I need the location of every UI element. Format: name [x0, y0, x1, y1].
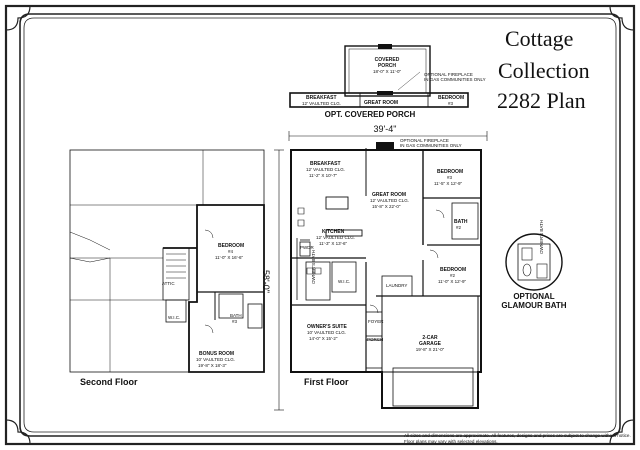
ff-foyer-label: FOYER — [368, 319, 384, 324]
title-line-1: Cottage — [505, 26, 574, 51]
glamour-bath-line-2: GLAMOUR BATH — [501, 301, 567, 310]
porch-bedroom-no: #3 — [448, 101, 454, 106]
ff-garage-label-2: GARAGE — [419, 341, 441, 347]
first-floor-depth-dim: 58'-0" — [261, 270, 271, 293]
glamour-bath-line-1: OPTIONAL — [513, 292, 555, 301]
sf-bedroom-no: #4 — [228, 249, 234, 254]
ff-pwdr-label: PWDR — [300, 245, 314, 250]
ff-bedroom2-label: BEDROOM — [440, 267, 467, 273]
title-line-2: Collection — [498, 58, 590, 83]
ff-owners-suite-label: OWNER'S SUITE — [307, 324, 347, 330]
ff-garage-label: 2-CAR — [422, 335, 438, 341]
ff-breakfast-label: BREAKFAST — [310, 161, 341, 167]
sf-bedroom-label: BEDROOM — [218, 243, 245, 249]
ff-bath2-no: #2 — [456, 225, 462, 230]
ff-great-room-dim: 15'-8" X 22'-0" — [372, 204, 401, 209]
porch-breakfast-label: BREAKFAST — [306, 95, 337, 101]
first-floor-dimensions — [274, 131, 488, 411]
ff-bedroom3-dim: 11'-5" X 12'-9" — [434, 181, 463, 186]
second-floor-plan — [69, 149, 265, 373]
ff-great-room-clg: 12' VAULTED CLG. — [370, 198, 409, 203]
ff-kitchen-clg: 12' VAULTED CLG. — [316, 235, 355, 240]
sf-bonus-dim: 19'-8" X 18'-3" — [198, 363, 227, 368]
ff-owners-suite-clg: 10' VAULTED CLG. — [307, 330, 346, 335]
ff-laundry-label: LAUNDRY — [386, 283, 408, 288]
sf-bedroom-dim: 11'-0" X 16'-6" — [215, 255, 244, 260]
porch-bedroom-label: BEDROOM — [438, 95, 465, 101]
sf-bath-label: BATH — [230, 313, 242, 318]
opt-covered-porch-heading: OPT. COVERED PORCH — [324, 110, 416, 119]
sf-bath-no: #3 — [232, 319, 238, 324]
sf-attic-label: ATTIC — [162, 281, 175, 286]
glamour-owners-bath-label: OWNER'S BATH — [539, 219, 544, 254]
ff-porch-label: PORCH — [367, 337, 384, 342]
ff-kitchen-label: KITCHEN — [322, 229, 345, 235]
ff-breakfast-dim: 11'-2" X 10'-7" — [309, 173, 338, 178]
disclaimer-text: All sizes and dimensions are approximate… — [404, 433, 631, 444]
ff-wic-label: W.I.C. — [338, 279, 351, 284]
covered-porch-label-2: PORCH — [377, 63, 397, 69]
covered-porch-label: COVERED — [374, 57, 400, 63]
ff-owners-bath-label: OWNER'S BATH — [311, 249, 316, 284]
first-floor-label: First Floor — [304, 377, 349, 387]
ff-garage-dim: 19'-8" X 21'-0" — [415, 347, 445, 352]
first-floor-width-dim: 39'-4" — [373, 124, 397, 134]
ff-breakfast-clg: 12' VAULTED CLG. — [306, 167, 345, 172]
ff-bedroom3-no: #3 — [447, 175, 453, 180]
ff-owners-suite-dim: 14'-0" X 15'-2" — [309, 336, 338, 341]
porch-great-room-label: GREAT ROOM — [364, 100, 399, 106]
title-line-3: 2282 Plan — [497, 88, 586, 113]
porch-fireplace-note-2: IN GAS COMMUNITIES ONLY — [424, 77, 486, 82]
sf-wic-label: W.I.C. — [168, 315, 181, 320]
covered-porch-plan — [289, 44, 469, 108]
sf-bonus-clg: 10' VAULTED CLG. — [196, 357, 235, 362]
porch-breakfast-clg: 12' VAULTED CLG. — [302, 101, 341, 106]
porch-fireplace-note: OPTIONAL FIREPLACE — [424, 72, 473, 77]
ff-kitchen-dim: 11'-3" X 13'-6" — [319, 241, 348, 246]
ff-bedroom2-dim: 11'-0" X 12'-9" — [438, 279, 467, 284]
ff-fireplace-note-2: IN GAS COMMUNITIES ONLY — [400, 143, 462, 148]
second-floor-label: Second Floor — [80, 377, 138, 387]
decorative-border — [4, 4, 636, 446]
ff-bedroom3-label: BEDROOM — [437, 169, 464, 175]
ff-bath2-label: BATH — [454, 219, 468, 225]
first-floor-plan — [290, 142, 482, 409]
ff-fireplace-note: OPTIONAL FIREPLACE — [400, 138, 449, 143]
covered-porch-dim: 18'-0" X 11'-0" — [372, 69, 402, 74]
ff-great-room-label: GREAT ROOM — [372, 192, 407, 198]
glamour-bath-plan — [505, 233, 563, 291]
sf-bonus-room-label: BONUS ROOM — [199, 351, 234, 357]
ff-bedroom2-no: #2 — [450, 273, 456, 278]
